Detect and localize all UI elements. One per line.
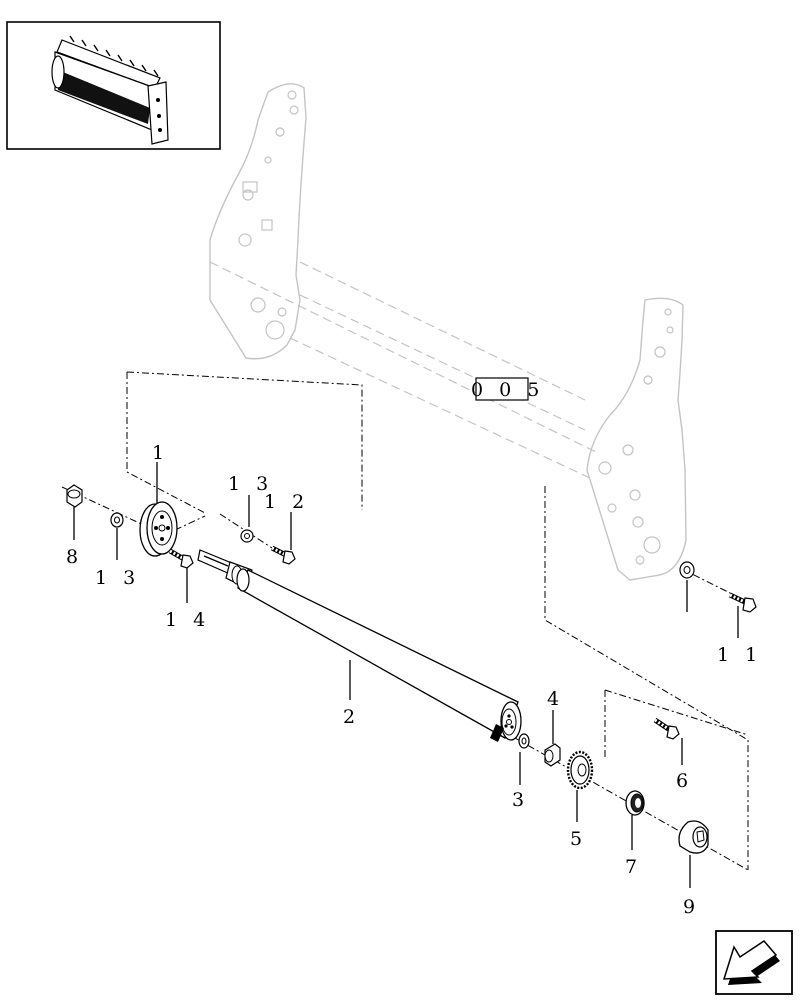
callout-4: 4 <box>547 688 564 710</box>
callout-14: 1 4 <box>165 609 210 631</box>
part-8-nut[interactable] <box>66 484 83 540</box>
part-13-washer-left[interactable] <box>110 512 124 560</box>
callout-12: 1 2 <box>264 491 309 513</box>
part-12-bolt[interactable] <box>270 512 296 565</box>
part-7-bearing[interactable] <box>625 790 645 850</box>
callout-8: 8 <box>66 546 83 568</box>
callout-3: 3 <box>512 789 529 811</box>
part-9-bearing-housing[interactable] <box>678 820 709 888</box>
frame-outline <box>209 83 687 581</box>
part-2-roller-shaft[interactable] <box>197 549 522 742</box>
part-4-bushing[interactable] <box>544 710 561 767</box>
part-6-bolt[interactable] <box>653 717 683 765</box>
callout-13-left: 1 3 <box>95 567 140 589</box>
assembly-lines <box>61 371 749 871</box>
reference-box-label: 0 0 5 <box>471 379 544 401</box>
part-5-sprocket[interactable] <box>566 750 594 822</box>
callout-11: 1 1 <box>717 644 762 666</box>
part-11-bolt[interactable] <box>728 592 757 638</box>
part-washer-right[interactable] <box>679 561 695 612</box>
back-arrow-icon[interactable] <box>715 930 793 995</box>
part-13-washer-upper[interactable] <box>240 495 254 543</box>
reference-box[interactable]: 0 0 5 <box>471 377 544 401</box>
callout-5: 5 <box>570 828 587 850</box>
callout-1: 1 <box>152 442 169 464</box>
part-1-pulley[interactable] <box>139 462 178 557</box>
part-3-washer[interactable] <box>518 733 530 785</box>
callout-labels: 1 2 3 4 5 6 7 8 9 1 1 1 2 1 3 1 3 1 4 <box>66 442 762 918</box>
roller-assembly-thumbnail[interactable] <box>6 21 221 150</box>
callout-2: 2 <box>343 706 360 728</box>
callout-7: 7 <box>625 856 642 878</box>
part-14-bolt[interactable] <box>168 548 194 603</box>
callout-6: 6 <box>676 770 693 792</box>
callout-9: 9 <box>683 896 700 918</box>
callout-13-upper: 1 3 <box>228 473 273 495</box>
